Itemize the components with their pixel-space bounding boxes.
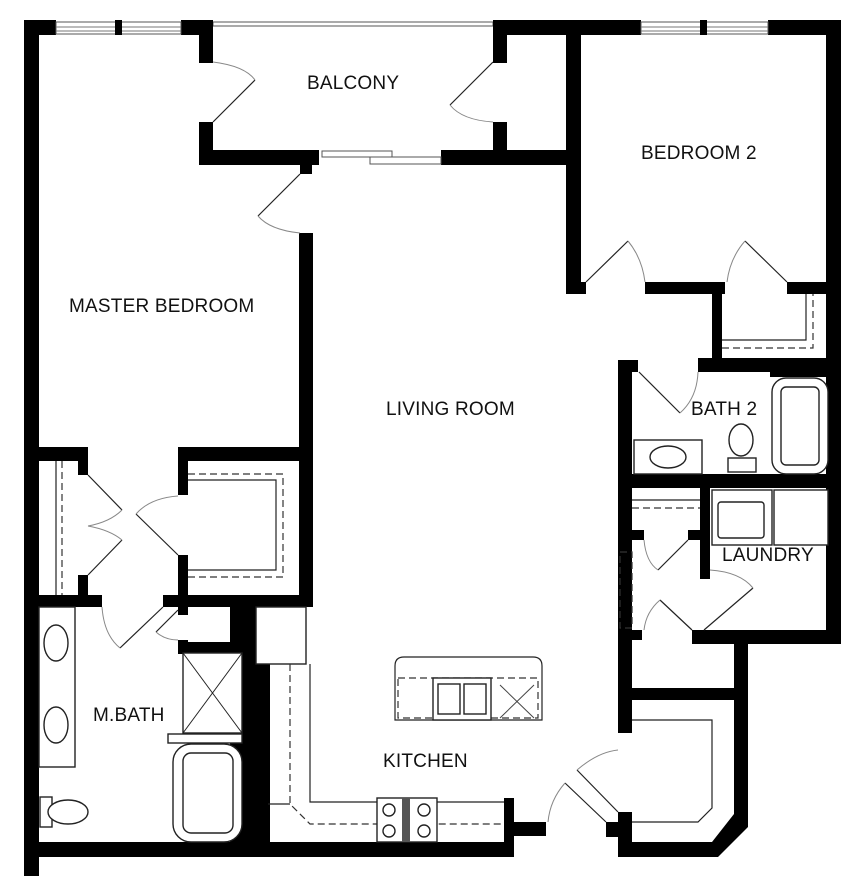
- room-label-master-bath: M.BATH: [93, 705, 165, 726]
- master-bath-door: [119, 606, 164, 649]
- wc-door: [155, 609, 179, 633]
- balcony-walls: [199, 20, 581, 174]
- bedroom-2-closet-door: [744, 240, 788, 283]
- room-label-living-room: LIVING ROOM: [386, 399, 515, 420]
- bedroom-2-door: [585, 240, 629, 283]
- kitchen-fixtures: [255, 606, 543, 843]
- room-label-bath-2: BATH 2: [691, 399, 758, 420]
- room-label-master-bedroom: MASTER BEDROOM: [69, 296, 255, 317]
- linen-closet-door: [657, 539, 689, 571]
- windows: [55, 20, 769, 35]
- walk-in-closet-door: [135, 513, 179, 556]
- balcony-door-left: [212, 79, 256, 123]
- master-bedroom-door: [257, 173, 301, 217]
- bath-2-door: [638, 371, 681, 414]
- balcony-door-right: [449, 61, 494, 106]
- room-label-balcony: BALCONY: [307, 73, 400, 94]
- room-label-kitchen: KITCHEN: [383, 751, 468, 772]
- room-label-bedroom-2: BEDROOM 2: [641, 143, 757, 164]
- room-label-laundry: LAUNDRY: [722, 545, 814, 566]
- entry-closet-door: [564, 782, 607, 823]
- master-closet-door-bottom: [87, 539, 123, 576]
- master-bath-fixtures: [38, 606, 243, 843]
- washer-dryer: [711, 489, 829, 546]
- bath-2-fixtures: [633, 377, 829, 475]
- laundry-door: [703, 587, 754, 631]
- coat-closet-door: [659, 599, 693, 631]
- master-closet-door-top: [87, 474, 123, 511]
- front-door: [576, 769, 619, 813]
